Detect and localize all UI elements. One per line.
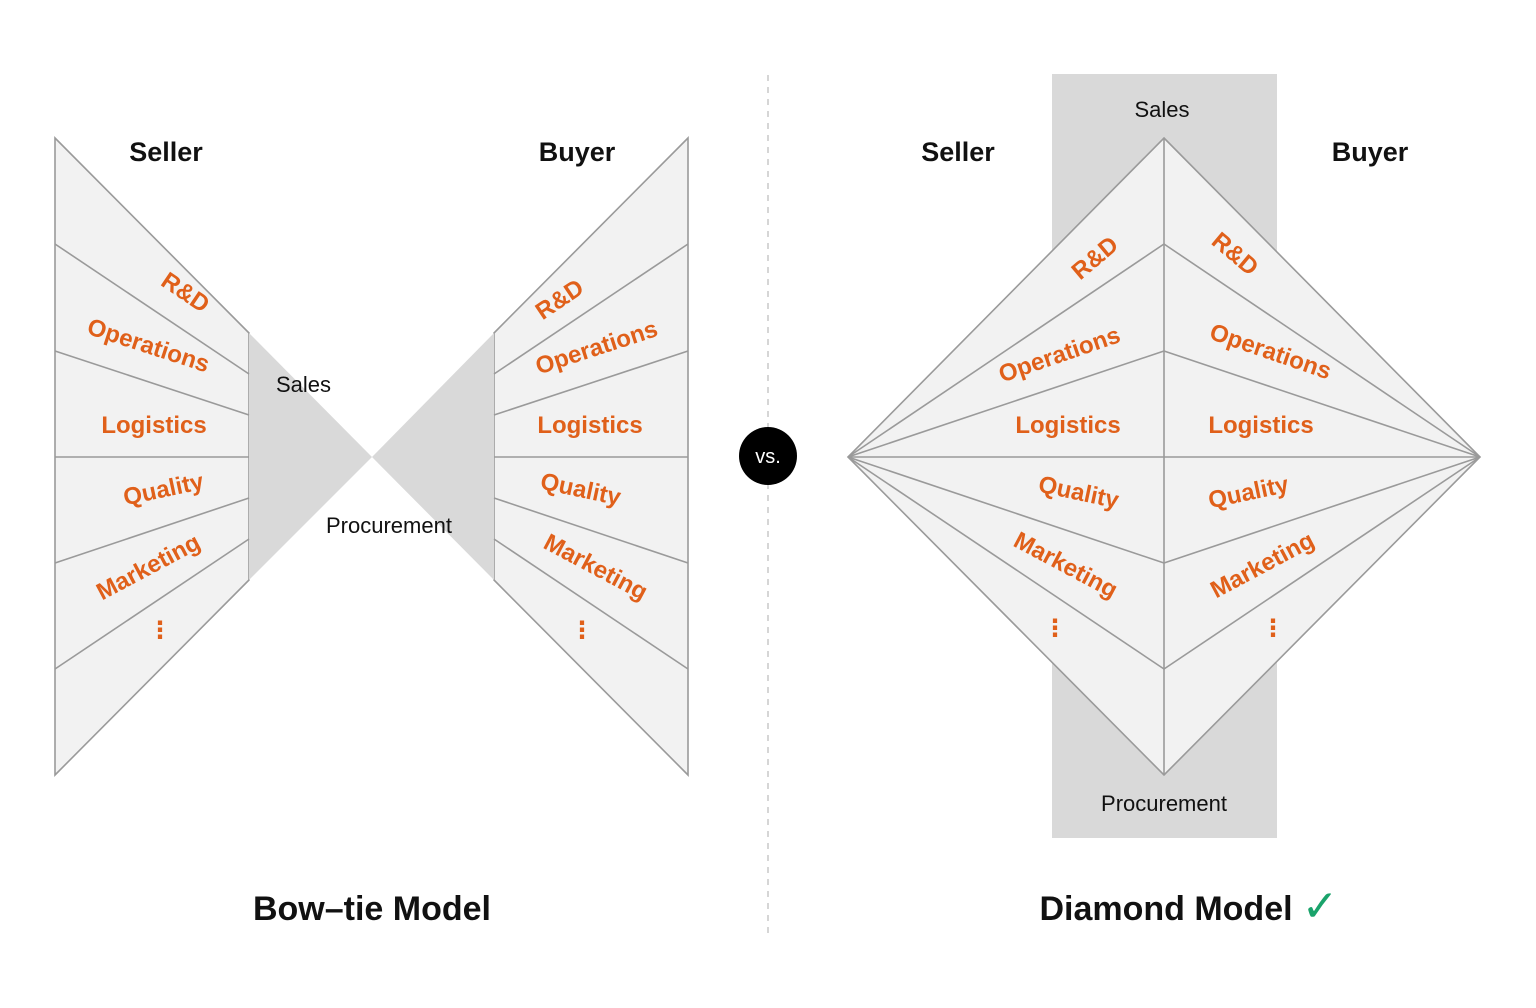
- bowtie-buyer-dept: Logistics: [537, 412, 642, 439]
- check-mark-icon: ✓: [1302, 881, 1339, 932]
- bowtie-seller-dept: Logistics: [101, 412, 206, 439]
- vs-badge: [739, 427, 797, 485]
- bowtie-seller-dept: ⋮: [148, 617, 172, 644]
- bowtie-model: Seller Buyer Sales Procurement R&D Opera…: [54, 136, 689, 928]
- bowtie-procurement-label: Procurement: [326, 513, 452, 538]
- separator: vs.: [739, 75, 797, 935]
- bowtie-seller-dividers: [54, 243, 250, 670]
- diamond-model: Sales Procurement Seller Buyer R&D Opera…: [846, 74, 1482, 932]
- bowtie-buyer-dept: ⋮: [570, 617, 594, 644]
- diamond-buyer-label: Buyer: [1332, 137, 1409, 167]
- diamond-seller-dept: Logistics: [1015, 412, 1120, 439]
- bowtie-procurement-knot: [372, 333, 494, 580]
- bowtie-sales-knot: [249, 333, 372, 580]
- bowtie-seller-label: Seller: [129, 137, 203, 167]
- diamond-buyer-dividers: [1163, 243, 1481, 670]
- diamond-buyer-dept: ⋮: [1261, 615, 1285, 642]
- diamond-sales-label: Sales: [1134, 97, 1189, 122]
- bowtie-buyer-label: Buyer: [539, 137, 616, 167]
- diamond-seller-label: Seller: [921, 137, 995, 167]
- vs-label: vs.: [755, 446, 781, 468]
- bowtie-title: Bow–tie Model: [253, 890, 491, 928]
- diamond-seller-dividers: [847, 243, 1165, 670]
- diamond-buyer-dept: Logistics: [1208, 412, 1313, 439]
- diamond-procurement-label: Procurement: [1101, 791, 1227, 816]
- diamond-title: Diamond Model: [1039, 890, 1292, 928]
- bowtie-buyer-dividers: [493, 243, 689, 670]
- diamond-seller-dept: ⋮: [1043, 615, 1067, 642]
- bowtie-sales-label: Sales: [276, 372, 331, 397]
